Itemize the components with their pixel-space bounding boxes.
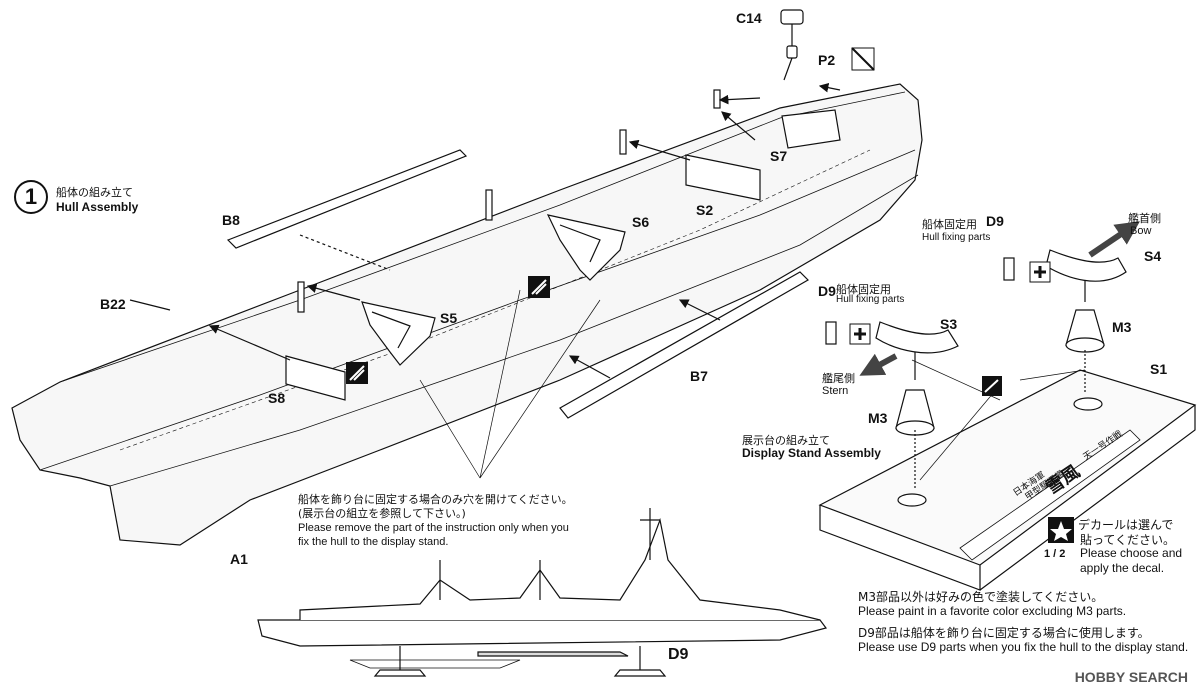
decal-note-en2: apply the decal.	[1080, 561, 1165, 575]
label-m3-left: M3	[868, 410, 888, 426]
label-c14: C14	[736, 10, 762, 26]
stand-assembly-en: Display Stand Assembly	[742, 446, 881, 460]
part-s2	[685, 154, 761, 201]
drill-icon	[528, 276, 550, 298]
label-s2: S2	[696, 202, 714, 218]
label-m3-right: M3	[1112, 319, 1132, 335]
label-s7: S7	[770, 148, 788, 164]
hull-fixing-jp: 船体固定用	[922, 218, 977, 231]
label-b22: B22	[100, 296, 126, 312]
step-number: 1	[14, 180, 48, 214]
hull-a1-outline	[11, 83, 923, 546]
decal-note-en1: Please choose and	[1080, 546, 1183, 560]
part-s4	[1045, 249, 1127, 282]
stand-assembly-jp: 展示台の組み立て	[742, 434, 830, 447]
step-title-en: Hull Assembly	[56, 200, 139, 214]
hole-note: 船体を飾り台に固定する場合のみ穴を開けてください。 (展示台の組立を参照して下さ…	[298, 493, 573, 549]
glue-icon	[849, 323, 871, 345]
step-title-jp: 船体の組み立て	[56, 186, 133, 199]
label-s5: S5	[440, 310, 458, 326]
paint-note-en: Please paint in a favorite color excludi…	[858, 604, 1127, 618]
d9-note-jp: D9部品は船体を飾り台に固定する場合に使用します。	[858, 626, 1150, 640]
part-b8	[226, 149, 468, 249]
part-s8	[285, 355, 346, 401]
decal-fraction: 1 / 2	[1044, 548, 1066, 560]
label-s1: S1	[1150, 361, 1168, 377]
part-s6	[546, 214, 626, 281]
part-s3	[875, 321, 959, 354]
glue-icon	[1029, 261, 1051, 283]
label-s6: S6	[632, 214, 650, 230]
label-d9-right: D9	[986, 213, 1004, 229]
no-glue-icon	[851, 47, 875, 71]
label-s8: S8	[268, 390, 286, 406]
part-s5	[361, 301, 436, 366]
hole-note-en1: Please remove the part of the instructio…	[298, 522, 569, 534]
star-decal-icon	[1048, 517, 1074, 543]
hull-fixing-left-jp: 船体固定用	[836, 283, 891, 296]
hole-note-en2: fix the hull to the display stand.	[298, 536, 449, 548]
drill-icon	[346, 362, 368, 384]
label-b7: B7	[690, 368, 708, 384]
bow-jp: 艦首側	[1128, 212, 1161, 225]
label-s4: S4	[1144, 248, 1162, 264]
label-b8: B8	[222, 212, 240, 228]
label-d9-ship: D9	[668, 646, 689, 663]
hull-fixing-left-en: Hull fixing parts	[836, 294, 905, 305]
part-b7	[559, 271, 809, 419]
label-d9-left: D9	[818, 283, 836, 299]
paint-note-jp: M3部品以外は好みの色で塗装してください。	[858, 590, 1104, 604]
stern-jp: 艦尾側	[822, 372, 855, 385]
label-p2: P2	[818, 52, 836, 68]
label-s3: S3	[940, 316, 958, 332]
cement-icon	[982, 376, 1002, 396]
decal-note-jp: デカールは選んで	[1078, 518, 1174, 532]
decal-note-jp2: 貼ってください。	[1080, 533, 1176, 547]
stern-en: Stern	[822, 385, 849, 397]
part-s7	[781, 109, 841, 149]
watermark: HOBBY SEARCH	[1074, 669, 1188, 685]
d9-note-en: Please use D9 parts when you fix the hul…	[858, 640, 1189, 654]
hole-note-jp1: 船体を飾り台に固定する場合のみ穴を開けてください。	[298, 493, 573, 506]
hull-fixing-en: Hull fixing parts	[922, 232, 991, 243]
bow-en: Bow	[1130, 225, 1152, 237]
ship-side-view	[257, 619, 828, 647]
hole-note-jp2: (展示台の組立を参照して下さい。)	[298, 507, 466, 520]
label-a1: A1	[230, 551, 248, 567]
